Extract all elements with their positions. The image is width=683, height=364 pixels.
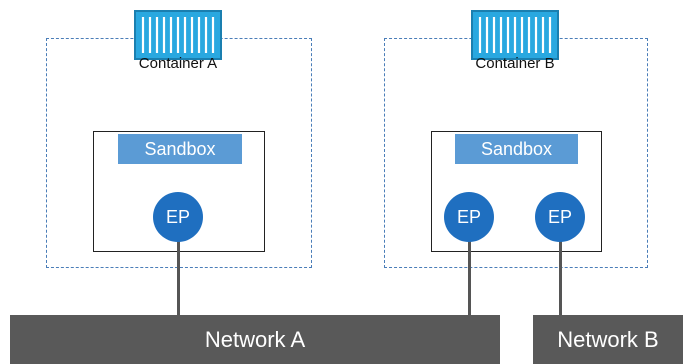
- shipping-container-icon: [134, 10, 222, 60]
- endpoint-b2: EP: [535, 192, 585, 242]
- link-b-ep1-network-a: [468, 240, 471, 315]
- container-a-label: Container A: [138, 55, 218, 72]
- sandbox-b-label: Sandbox: [455, 134, 578, 164]
- link-b-ep2-network-b: [559, 240, 562, 315]
- container-b-label: Container B: [475, 55, 555, 72]
- shipping-container-icon: [471, 10, 559, 60]
- sandbox-b-box: [431, 131, 602, 252]
- endpoint-b1: EP: [444, 192, 494, 242]
- sandbox-a-label: Sandbox: [118, 134, 242, 164]
- network-a-bar: Network A: [10, 315, 500, 364]
- endpoint-a1: EP: [153, 192, 203, 242]
- network-b-bar: Network B: [533, 315, 683, 364]
- link-a-ep-network-a: [177, 240, 180, 315]
